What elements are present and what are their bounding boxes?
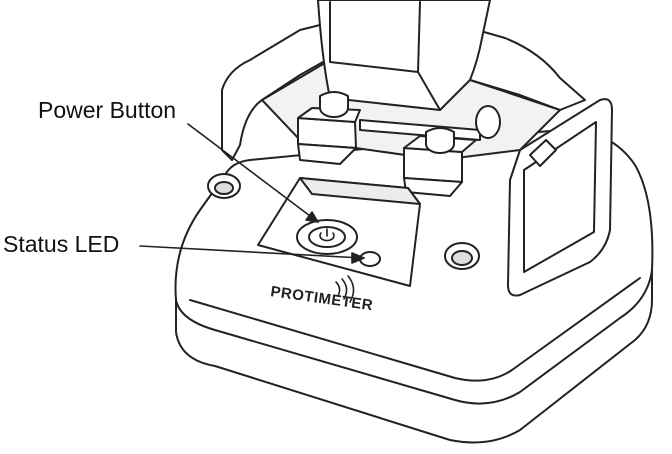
power-button-arrowhead bbox=[305, 211, 319, 223]
status-led-leader bbox=[139, 245, 363, 259]
rear-pin bbox=[475, 105, 501, 139]
side-door bbox=[507, 98, 613, 297]
left-clamp-post-body bbox=[319, 91, 349, 109]
left-clamp-block-front bbox=[297, 143, 357, 165]
cradle-back-wall bbox=[221, 24, 331, 161]
handset-edge bbox=[417, 71, 441, 111]
mount-hole-left-inner bbox=[214, 181, 234, 195]
base-rim-line bbox=[189, 277, 641, 382]
power-button-label: Power Button bbox=[38, 97, 177, 123]
right-clamp-post-body bbox=[425, 127, 455, 145]
handset-face bbox=[329, 1, 421, 73]
power-button-leader bbox=[187, 123, 319, 223]
right-clamp-block bbox=[403, 147, 463, 183]
control-panel-recess-edge bbox=[299, 177, 421, 205]
side-door-latch bbox=[529, 139, 557, 167]
signal-waves-icon bbox=[335, 275, 355, 303]
status-led-arrowhead bbox=[351, 252, 365, 264]
mount-hole-right-inner bbox=[451, 250, 473, 266]
power-icon bbox=[319, 228, 335, 242]
power-button bbox=[308, 226, 346, 248]
leader-lines bbox=[139, 123, 365, 264]
status-led-label: Status LED bbox=[3, 231, 120, 257]
side-door-inner bbox=[523, 121, 597, 273]
left-clamp-block bbox=[297, 117, 357, 149]
